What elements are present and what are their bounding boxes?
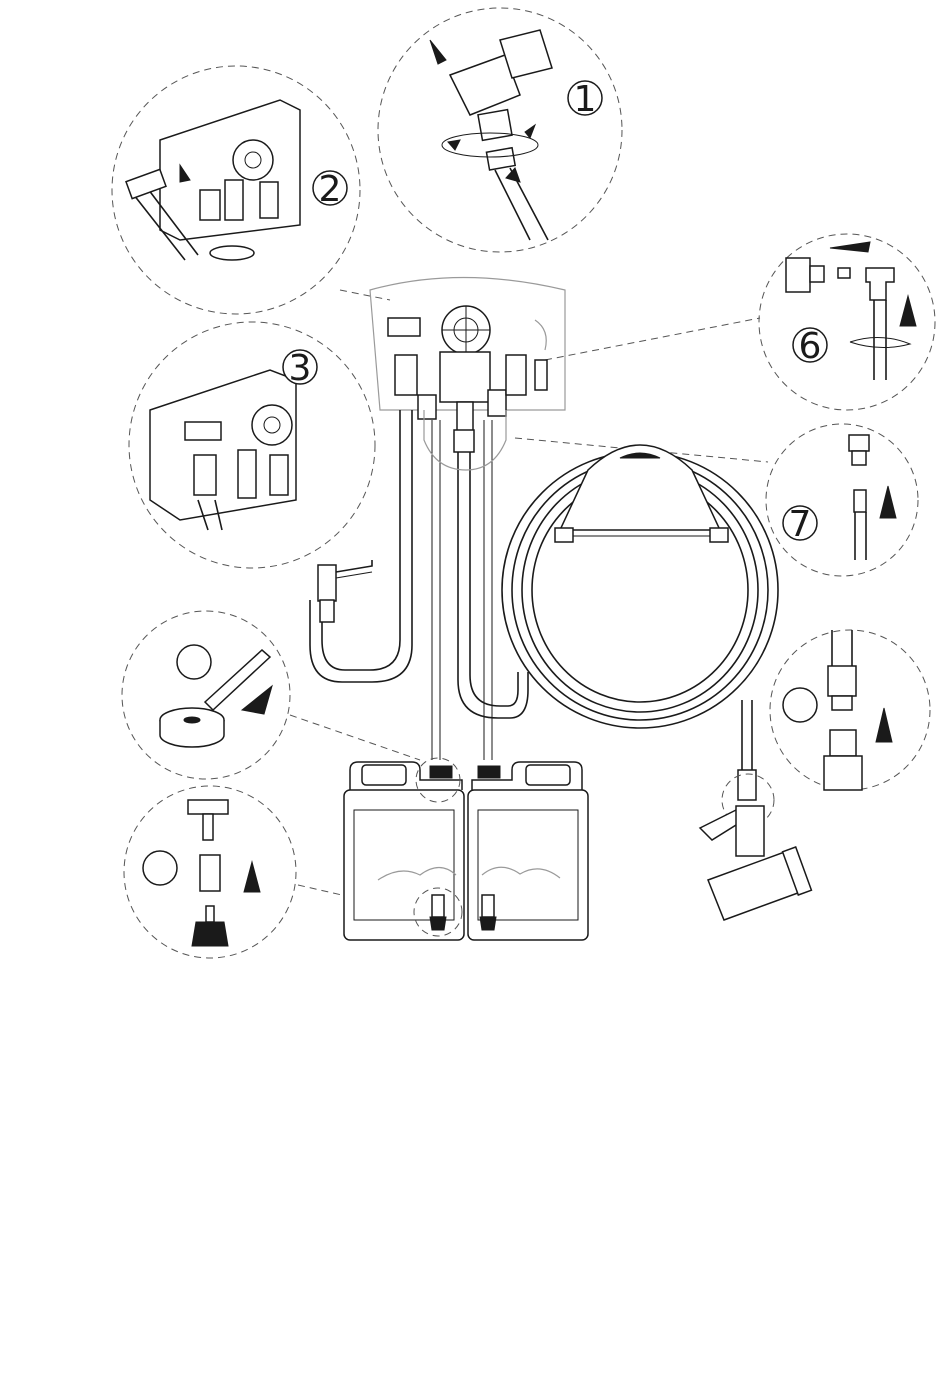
detail-circle-coupling — [770, 630, 930, 790]
detail-circle-3: 3 — [129, 322, 375, 568]
canister-right — [468, 762, 588, 940]
step-badge-2: 2 — [313, 169, 347, 210]
step-badge-3: 3 — [283, 348, 317, 389]
empty-step-badge — [143, 851, 177, 885]
spray-lance — [318, 560, 372, 622]
step-badge-6: 6 — [793, 326, 827, 367]
detail-circle-foot-valve — [124, 786, 296, 958]
detail-circle-weight — [122, 611, 290, 779]
step-number-1: 1 — [574, 79, 597, 120]
pump-unit-illustration-3 — [150, 370, 296, 530]
hose-reel — [502, 445, 778, 800]
step-badge-1: 1 — [568, 79, 602, 120]
center-connector — [454, 430, 474, 452]
empty-step-badge — [783, 688, 817, 722]
empty-step-badge — [177, 645, 211, 679]
detail-circle-7: 7 — [766, 424, 918, 576]
hose-lines — [310, 410, 528, 760]
main-dispenser-unit — [370, 278, 565, 433]
step-number-7: 7 — [789, 504, 812, 545]
step-badge-7: 7 — [783, 504, 817, 545]
pump-unit-illustration-2 — [126, 100, 300, 260]
detail-circle-2: 2 — [112, 66, 360, 314]
step-number-3: 3 — [289, 348, 312, 389]
step-number-2: 2 — [319, 169, 342, 210]
hose-valve-illustration — [430, 30, 552, 240]
detail-circle-1: 1 — [378, 8, 622, 252]
step-number-6: 6 — [799, 326, 822, 367]
hose-fitting-illustration-7 — [849, 435, 896, 560]
detail-circle-6: 6 — [759, 234, 935, 410]
canister-left — [344, 758, 464, 940]
